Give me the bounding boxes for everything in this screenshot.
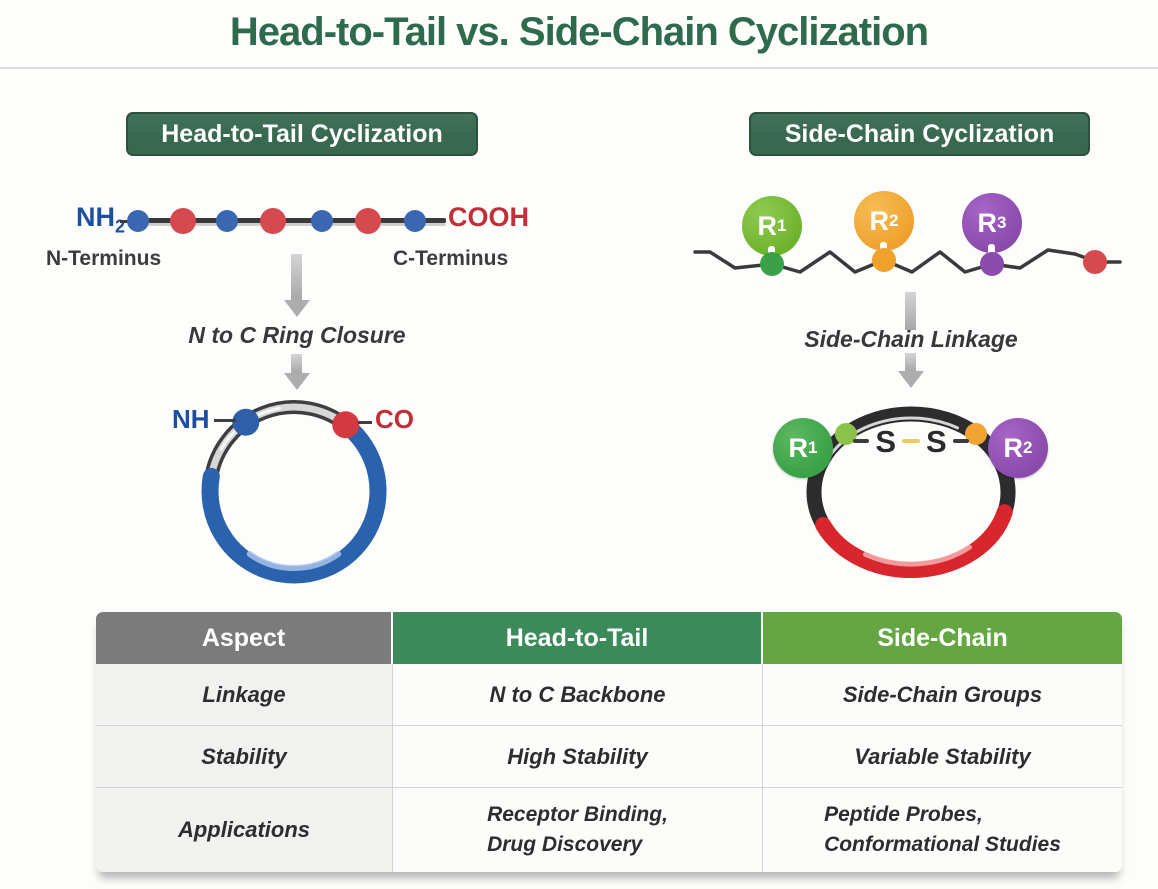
down-arrow-icon (291, 354, 302, 373)
down-arrow-icon (905, 353, 916, 371)
n-terminus-formula: NH2 (76, 202, 126, 237)
residue-dot-blue (127, 210, 149, 232)
table-cell-stability-side: Variable Stability (763, 726, 1122, 788)
ring-c-dot (332, 411, 360, 439)
table-header-side-chain: Side-Chain (763, 612, 1122, 664)
ring-nh-label: NH (172, 404, 210, 434)
sulfur-left: S (875, 423, 896, 459)
left-step-caption: N to C Ring Closure (188, 322, 406, 348)
residue-dot-red (170, 208, 196, 234)
link-dot-purple (980, 252, 1004, 276)
table-cell-stability-aspect: Stability (96, 726, 393, 788)
bond-dot-orange (965, 423, 987, 445)
right-panel-header: Side-Chain Cyclization (749, 112, 1090, 156)
ring-co-label: CO (375, 404, 414, 434)
table-header-head-to-tail: Head-to-Tail (393, 612, 763, 664)
table-header-aspect: Aspect (96, 612, 393, 664)
residue-dot-red (260, 208, 286, 234)
title-divider (0, 67, 1158, 69)
sulfur-right: S (926, 423, 947, 459)
table-cell-applications-head: Receptor Binding,Drug Discovery (393, 788, 763, 872)
comparison-table: Aspect Head-to-Tail Side-Chain Linkage N… (96, 612, 1122, 872)
link-dot-green (760, 252, 784, 276)
table-cell-applications-aspect: Applications (96, 788, 393, 872)
head-to-tail-ring (201, 400, 387, 584)
c-terminus-formula: COOH (448, 202, 529, 232)
down-arrow-icon (284, 300, 310, 317)
right-step-caption: Side-Chain Linkage (804, 326, 1018, 352)
bond-dot-green (835, 423, 857, 445)
c-terminus-label: C-Terminus (393, 247, 509, 270)
bond-dash (214, 419, 236, 422)
table-cell-linkage-aspect: Linkage (96, 664, 393, 726)
residue-dot-blue (216, 210, 238, 232)
down-arrow-icon (284, 373, 310, 390)
residue-dot-blue (404, 210, 426, 232)
residue-dot-red (355, 208, 381, 234)
bond-dash (120, 220, 130, 223)
left-panel-header: Head-to-Tail Cyclization (126, 112, 478, 156)
peptide-backbone-line (130, 218, 446, 223)
down-arrow-icon (898, 371, 924, 388)
bond-dash (358, 421, 372, 424)
table-cell-linkage-side: Side-Chain Groups (763, 664, 1122, 726)
residue-dot-blue (311, 210, 333, 232)
link-dot-orange (872, 248, 896, 272)
table-cell-stability-head: High Stability (393, 726, 763, 788)
bond-dash (952, 439, 969, 443)
disulfide-dash (902, 439, 920, 443)
bond-dash (853, 439, 870, 443)
n-terminus-label: N-Terminus (46, 247, 162, 270)
table-cell-applications-side: Peptide Probes,Conformational Studies (763, 788, 1122, 872)
ring-n-dot (232, 408, 260, 436)
zigzag-backbone (693, 248, 1122, 274)
table-cell-linkage-head: N to C Backbone (393, 664, 763, 726)
disulfide-bond: S S (841, 424, 981, 458)
down-arrow-icon (291, 254, 302, 300)
page-title: Head-to-Tail vs. Side-Chain Cyclization (229, 10, 929, 54)
down-arrow-icon (905, 292, 916, 330)
chain-end-dot (1083, 250, 1107, 274)
